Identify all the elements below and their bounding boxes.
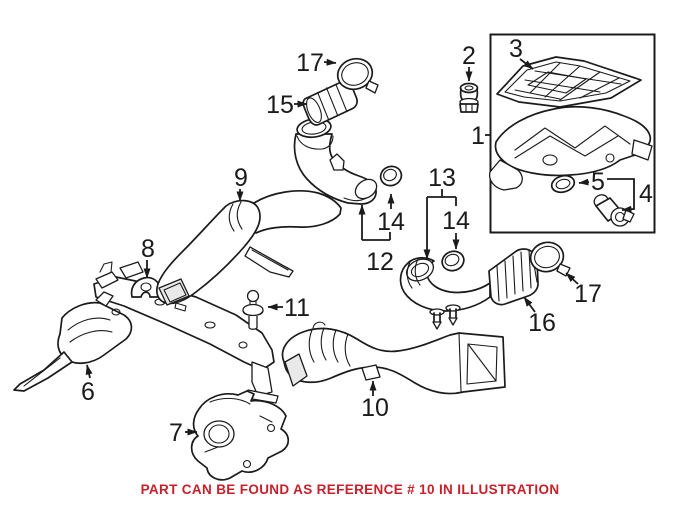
part-6-heat-shield (13, 291, 133, 392)
callout-16: 16 (528, 309, 556, 337)
part-14-seal-left (379, 165, 403, 187)
part-14-seal-right (441, 250, 465, 272)
part-2-buffer-mount (459, 82, 479, 113)
callout-15: 15 (266, 91, 294, 119)
part-17-clamp-top (336, 57, 379, 94)
callout-12: 12 (366, 248, 394, 276)
callout-7: 7 (169, 419, 183, 447)
part-5-grommet (550, 174, 576, 194)
part-17-clamp-right (529, 241, 571, 277)
part-13-elbow-duct (399, 257, 491, 330)
callout-9: 9 (234, 164, 248, 192)
callout-14-right: 14 (442, 207, 470, 235)
part-3-filter-element (496, 56, 642, 108)
callout-numbers: 17 15 2 3 1 5 4 9 14 12 13 14 8 17 16 11… (81, 35, 653, 447)
callout-14-left: 14 (377, 208, 405, 236)
part-10-air-duct (281, 321, 506, 395)
callout-17-top: 17 (296, 49, 324, 77)
part-9-intake-duct (156, 190, 342, 306)
callout-5: 5 (591, 168, 605, 196)
reference-caption: PART CAN BE FOUND AS REFERENCE # 10 IN I… (140, 482, 560, 497)
part-1-air-cleaner-housing (488, 105, 653, 191)
part-11-screw-rivet (242, 289, 264, 330)
callout-2: 2 (462, 42, 476, 70)
callout-10: 10 (361, 394, 389, 422)
callout-11: 11 (284, 294, 310, 322)
part-4-air-flow-sensor (593, 194, 635, 227)
callout-leaders (85, 58, 635, 436)
callout-6: 6 (81, 378, 95, 406)
callout-17-right: 17 (574, 280, 602, 308)
callout-8: 8 (141, 235, 155, 263)
callout-1: 1 (471, 122, 485, 150)
callout-13: 13 (428, 164, 456, 192)
subassembly-box (488, 33, 656, 234)
part-7-bracket-shield (190, 390, 290, 481)
callout-3: 3 (509, 35, 523, 63)
part-16-corrugated-hose (488, 248, 539, 306)
callout-4: 4 (639, 180, 653, 208)
